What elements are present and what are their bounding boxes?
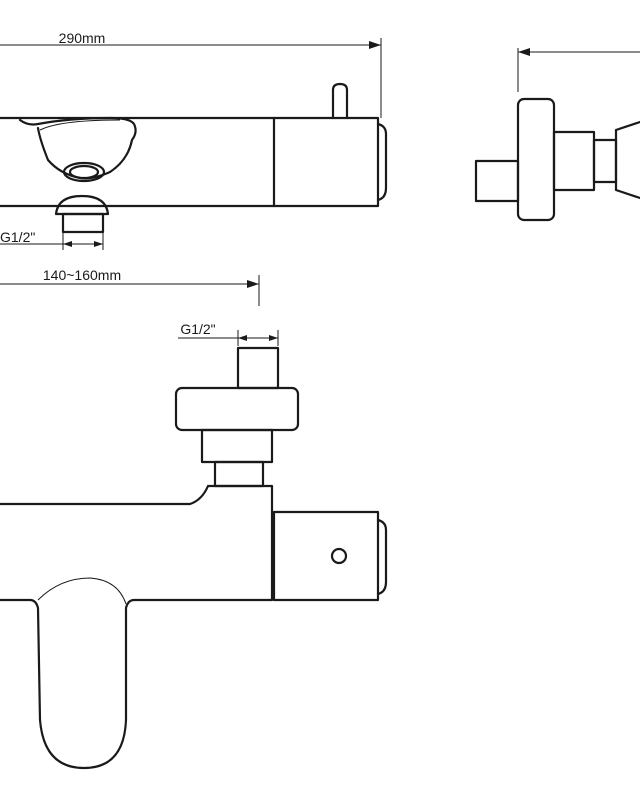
front-right-knob-stub — [376, 518, 388, 596]
inlet-thread-label: G1/2" — [180, 321, 215, 337]
side-inlet-thread — [474, 159, 520, 203]
side-nut-1 — [552, 130, 596, 192]
wall-flange — [516, 97, 556, 222]
front-inlet-thread — [236, 346, 280, 390]
dimension-outlet-thread: G1/2" — [0, 229, 104, 250]
top-view: 290mm G1/2" 140~ — [0, 30, 388, 306]
spout-top-inner — [39, 119, 121, 131]
outlet-thread-label: G1/2" — [0, 229, 35, 245]
side-view — [474, 48, 640, 222]
mixer-body-top — [0, 116, 380, 208]
outlet-thread — [61, 212, 105, 234]
overall-length-label: 290mm — [59, 30, 106, 46]
center-distance-label: 140~160mm — [43, 267, 121, 283]
dimension-center-distance: 140~160mm — [0, 267, 260, 306]
front-flange — [174, 386, 300, 432]
temperature-lever — [331, 82, 349, 120]
dimension-inlet-thread: G1/2" — [178, 321, 279, 346]
front-thermostat-handle[interactable] — [272, 510, 380, 602]
spout-front-curve — [37, 577, 127, 605]
front-body — [0, 484, 274, 770]
right-knob-stub — [376, 122, 388, 202]
front-nut — [200, 428, 274, 464]
temperature-button-icon[interactable] — [330, 547, 348, 565]
spout-top-outline — [18, 116, 137, 180]
front-view: G1/2" — [0, 321, 388, 770]
aerator — [62, 161, 106, 183]
side-nut-2 — [592, 138, 618, 184]
outlet-fitting — [54, 194, 110, 216]
aerator-inner — [68, 164, 100, 180]
front-stem — [213, 460, 265, 488]
dimension-overall-length: 290mm — [0, 30, 382, 118]
side-body — [614, 120, 640, 200]
